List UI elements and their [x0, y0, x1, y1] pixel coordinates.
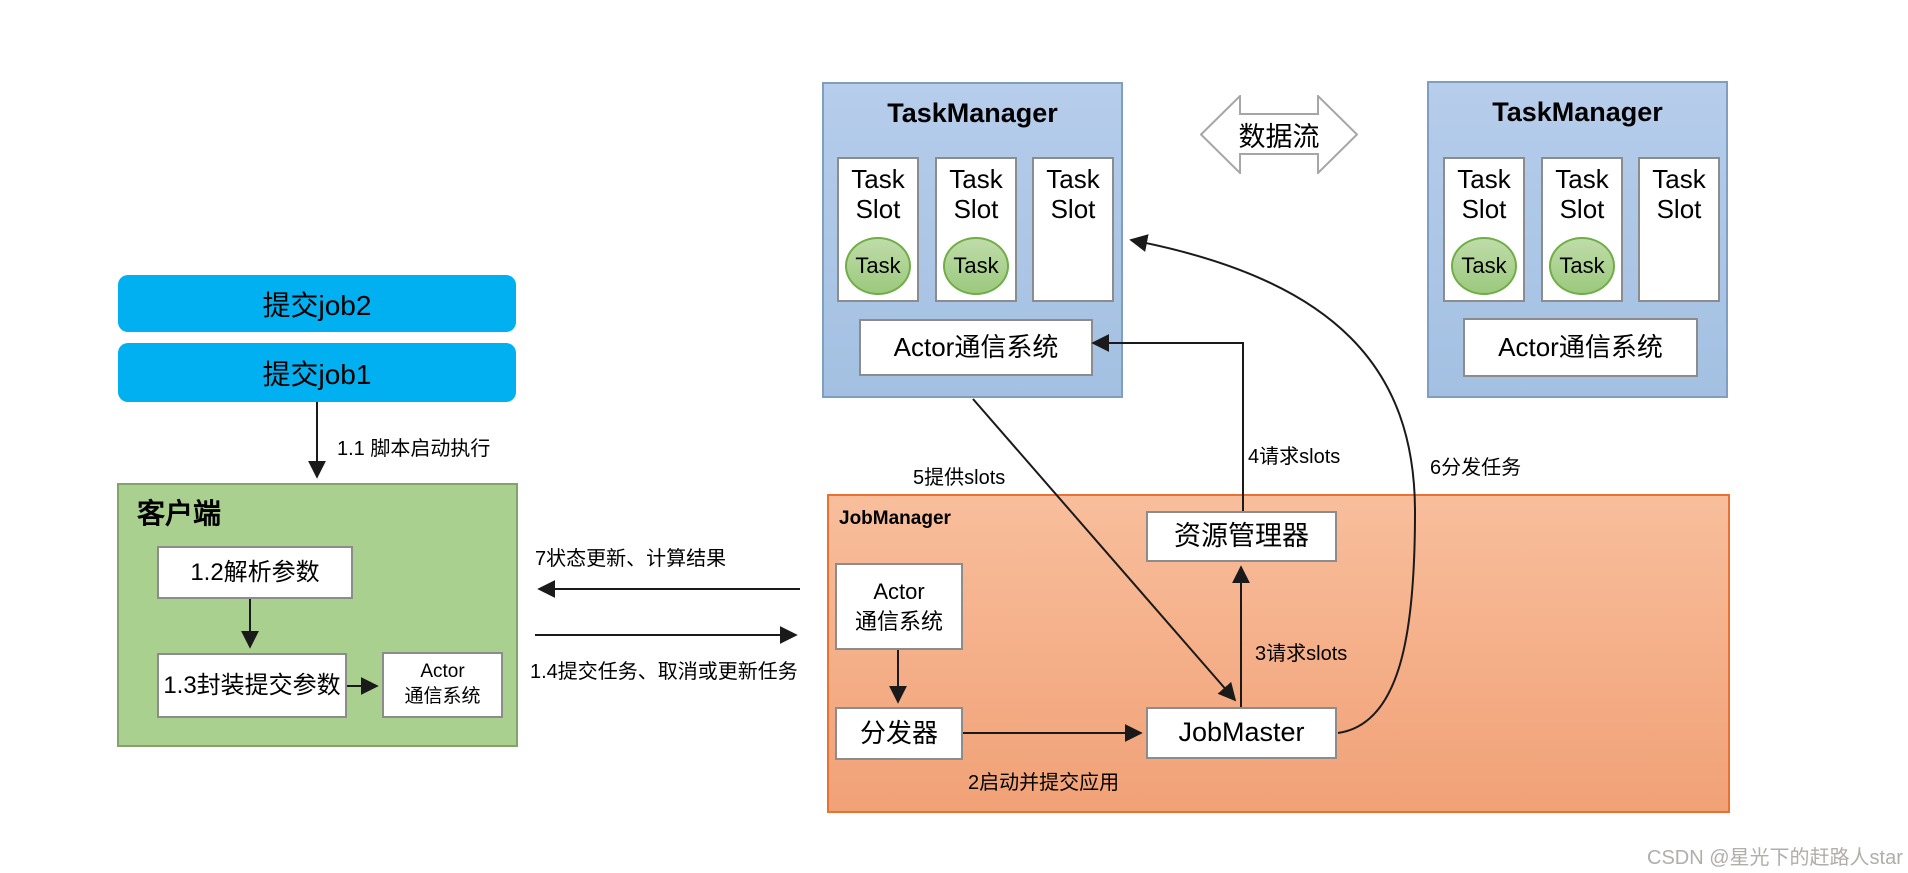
submit-job1-node: 提交job1: [118, 343, 516, 402]
task-slot: Task Slot Task: [935, 157, 1017, 302]
flow-label-7: 7状态更新、计算结果: [535, 548, 727, 570]
client-title: 客户端: [137, 498, 222, 529]
resource-manager-label: 资源管理器: [1174, 520, 1309, 551]
task-slot-label: Task Slot: [1046, 164, 1100, 224]
left-right-arrow-icon: [1199, 93, 1359, 176]
task-node: Task: [1451, 237, 1517, 295]
taskmanager-left-title: TaskManager: [887, 98, 1058, 128]
parse-params-label: 1.2解析参数: [190, 558, 320, 586]
dataflow-arrow: 数据流: [1199, 93, 1359, 176]
task-label: Task: [1559, 253, 1605, 279]
taskmanager-actor-label: Actor通信系统: [1498, 332, 1663, 363]
task-slot-label: Task Slot: [1652, 164, 1706, 224]
dataflow-label: 数据流: [1238, 122, 1320, 152]
jobmanager-actor-line2: 通信系统: [854, 608, 943, 634]
jobmanager-actor-node: Actor 通信系统: [835, 563, 963, 650]
taskmanager-left-actor-node: Actor通信系统: [859, 319, 1093, 376]
task-slot: Task Slot Task: [1541, 157, 1623, 302]
package-params-node: 1.3封装提交参数: [157, 653, 347, 718]
taskmanager-actor-label: Actor通信系统: [893, 332, 1059, 363]
parse-params-node: 1.2解析参数: [157, 546, 353, 599]
task-slot: Task Slot Task: [837, 157, 919, 302]
task-slot-label: Task Slot: [1457, 164, 1511, 224]
task-slot-label: Task Slot: [949, 164, 1003, 224]
flow-label-1-1: 1.1 脚本启动执行: [337, 438, 491, 460]
task-node: Task: [845, 237, 911, 295]
task-label: Task: [855, 253, 901, 279]
jobmaster-node: JobMaster: [1146, 707, 1337, 759]
client-actor-line2: 通信系统: [404, 686, 481, 707]
task-label: Task: [953, 253, 999, 279]
task-slot: Task Slot Task: [1443, 157, 1525, 302]
dispatcher-node: 分发器: [835, 707, 963, 760]
jobmanager-title: JobManager: [839, 508, 951, 529]
resource-manager-node: 资源管理器: [1146, 511, 1337, 562]
submit-job2-node: 提交job2: [118, 275, 516, 332]
flow-label-5: 5提供slots: [913, 467, 1006, 489]
flow-label-6: 6分发任务: [1430, 457, 1522, 479]
watermark-text: CSDN @星光下的赶路人star: [1647, 847, 1903, 869]
dispatcher-label: 分发器: [859, 718, 938, 749]
taskmanager-right-title: TaskManager: [1492, 97, 1663, 127]
flow-label-1-4: 1.4提交任务、取消或更新任务: [530, 661, 798, 683]
package-params-label: 1.3封装提交参数: [163, 671, 341, 699]
flow-label-2: 2启动并提交应用: [968, 772, 1120, 794]
task-slot-empty: Task Slot: [1032, 157, 1114, 302]
task-node: Task: [1549, 237, 1615, 295]
taskmanager-right-actor-node: Actor通信系统: [1463, 318, 1698, 377]
task-label: Task: [1461, 253, 1507, 279]
jobmaster-label: JobMaster: [1178, 717, 1305, 748]
submit-job1-label: 提交job1: [262, 358, 372, 390]
client-actor-node: Actor 通信系统: [382, 652, 503, 718]
task-slot-empty: Task Slot: [1638, 157, 1720, 302]
taskmanager-left: TaskManager Task Slot Task Task Slot Tas…: [822, 82, 1123, 398]
submit-job2-label: 提交job2: [262, 289, 372, 321]
task-node: Task: [943, 237, 1009, 295]
taskmanager-right: TaskManager Task Slot Task Task Slot Tas…: [1427, 81, 1728, 398]
flow-label-3: 3请求slots: [1255, 643, 1348, 665]
client-actor-line1: Actor: [420, 661, 465, 683]
task-slot-label: Task Slot: [1555, 164, 1609, 224]
task-slot-label: Task Slot: [851, 164, 905, 224]
flow-label-4: 4请求slots: [1248, 446, 1341, 468]
jobmanager-actor-line1: Actor: [873, 578, 925, 604]
